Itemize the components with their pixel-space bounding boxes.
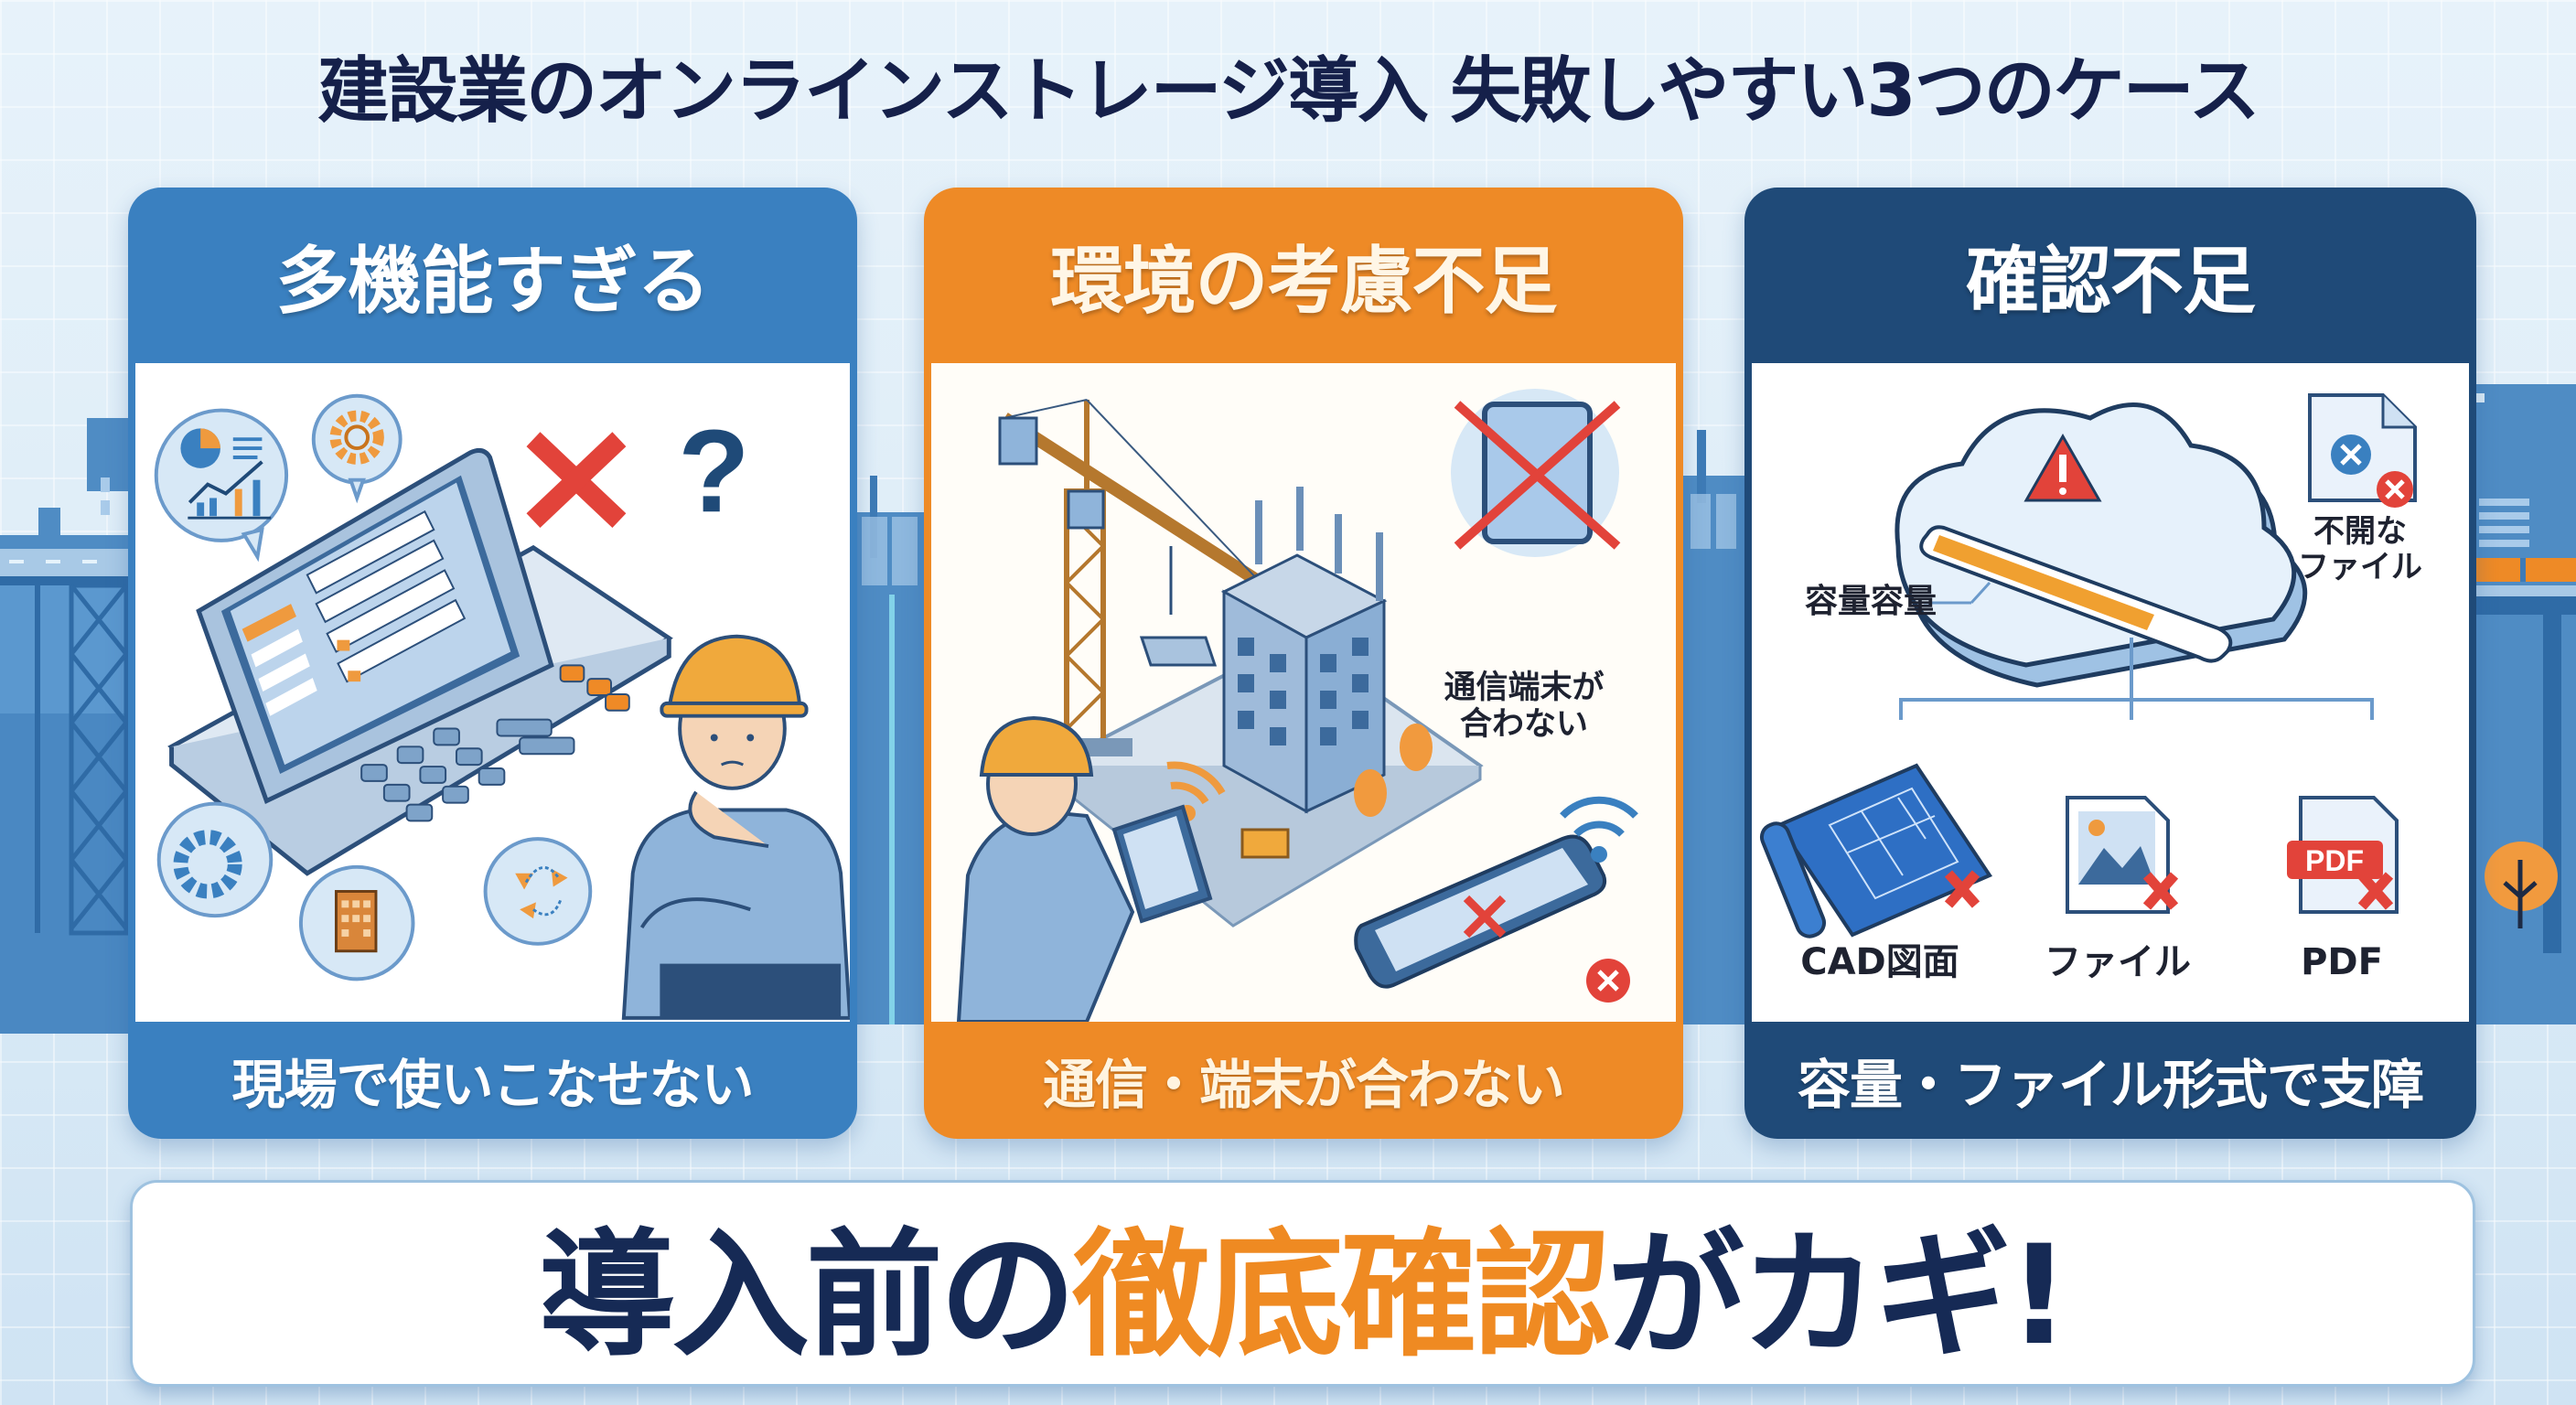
question-mark-icon: ? <box>678 406 750 537</box>
case-card-footer: 通信・端末が合わない <box>1042 1054 1565 1116</box>
crane-icon <box>998 399 1264 756</box>
chart-bubble-icon <box>154 408 289 563</box>
gear-settings-bubble-icon <box>156 801 274 918</box>
file-type-label-cad: CAD図面 <box>1800 941 1959 983</box>
conclusion-banner: 導入前の徹底確認がカギ! <box>130 1180 2475 1387</box>
smartphone-error-icon <box>1354 834 1607 989</box>
red-x-icon <box>526 432 627 529</box>
case-card-illustration: ? <box>135 363 850 1022</box>
pdf-file-icon: PDF <box>2287 796 2399 914</box>
capacity-label: 容量容量 <box>1804 583 1937 620</box>
gear-bubble-icon <box>311 393 402 504</box>
laptop-icon <box>167 448 673 876</box>
unopenable-file-label: 不開な ファイル <box>2298 513 2422 586</box>
page-title: 建設業のオンラインストレージ導入 失敗しやすい3つのケース <box>317 50 2260 133</box>
case-card-illustration: PDF 容量容量 不開な ファイル CAD図面 ファイル PDF <box>1752 363 2469 1022</box>
case-card-footer: 容量・ファイル形式で支障 <box>1797 1054 2424 1116</box>
unopenable-file-icon <box>2308 393 2417 508</box>
building-bubble-icon <box>298 864 415 981</box>
case-card-too-many-features: 多機能すぎる <box>128 188 857 1139</box>
device-mismatch-label: 通信端末が 合わない <box>1444 670 1605 744</box>
case-card-insufficient-check: 確認不足 <box>1744 188 2476 1139</box>
capacity-bar-icon <box>1919 525 2233 663</box>
case-card-illustration: 通信端末が 合わない <box>931 363 1676 1022</box>
file-type-label-file: ファイル <box>2045 941 2191 983</box>
case-card-header: 確認不足 <box>1966 239 2256 324</box>
banner-highlight: 徹底確認 <box>1072 1216 1611 1376</box>
building-icon <box>1220 487 1388 859</box>
workflow-bubble-icon <box>483 837 593 946</box>
case-card-header: 多機能すぎる <box>275 239 711 324</box>
case-card-header: 環境の考慮不足 <box>1050 239 1558 324</box>
tablet-crossed-icon <box>1451 389 1621 557</box>
file-type-label-pdf: PDF <box>2301 941 2383 983</box>
case-card-environment: 環境の考慮不足 <box>924 188 1683 1139</box>
worker-tablet-icon <box>956 715 1213 1022</box>
worker-thinking-icon <box>621 634 850 1020</box>
error-circle-icon <box>1586 959 1630 1003</box>
image-file-icon <box>2066 796 2179 914</box>
case-card-footer: 現場で使いこなせない <box>231 1054 754 1116</box>
cloud-warning-icon <box>1894 402 2308 688</box>
pdf-badge-label: PDF <box>2305 844 2364 877</box>
banner-prefix: 導入前の <box>538 1216 1077 1376</box>
blueprint-icon <box>1759 763 1992 938</box>
banner-suffix: がカギ! <box>1606 1216 2070 1376</box>
